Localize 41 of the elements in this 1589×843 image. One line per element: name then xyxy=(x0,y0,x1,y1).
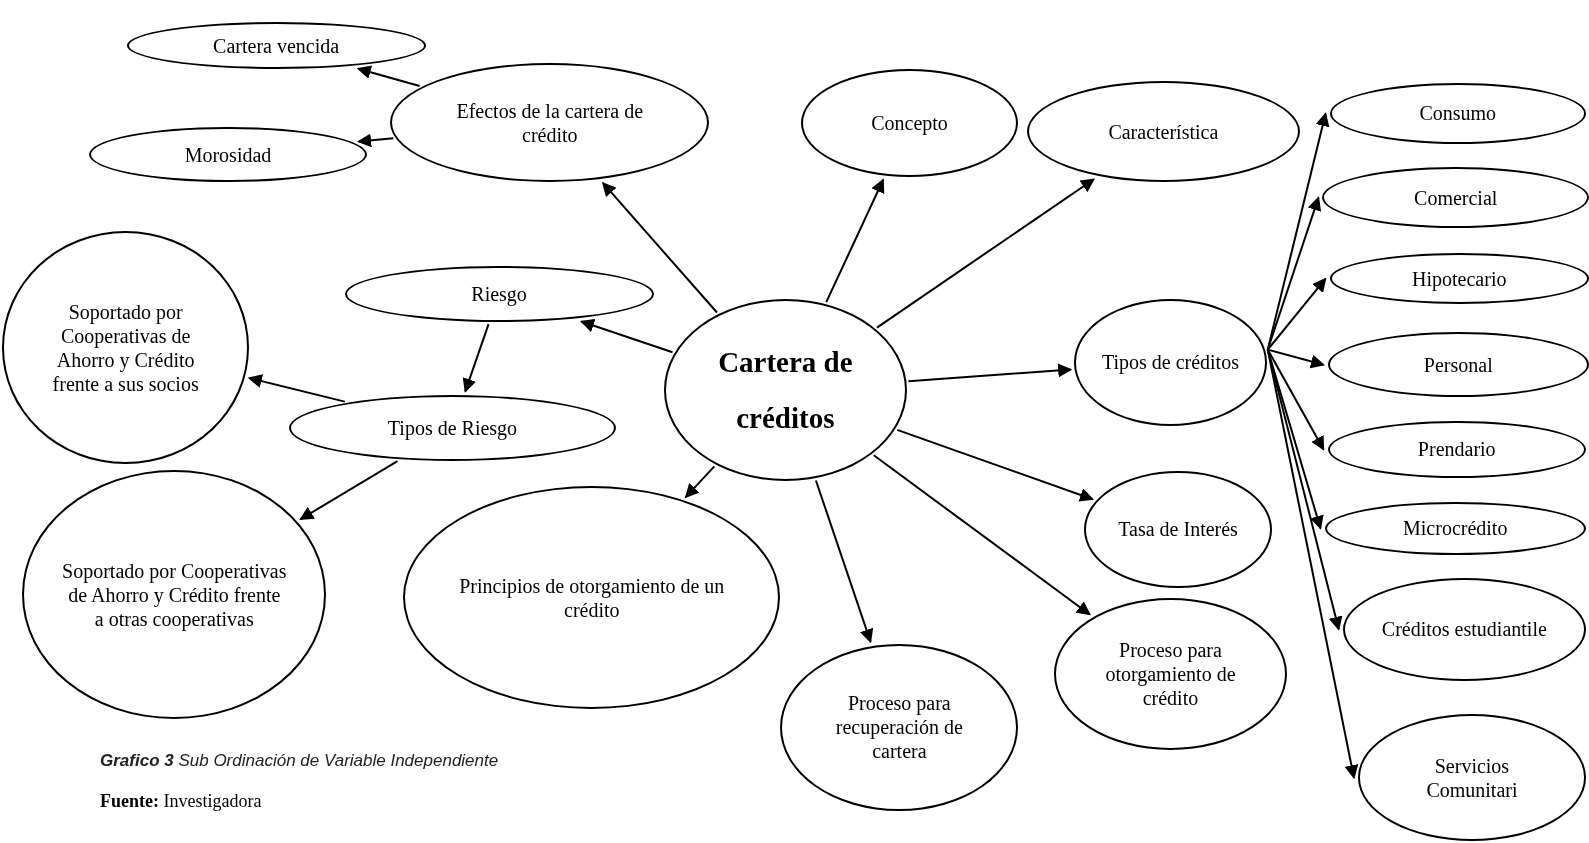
arrow xyxy=(601,181,718,314)
node-text: Proceso para otorgamiento de crédito xyxy=(1104,637,1237,710)
node-text: Morosidad xyxy=(184,142,272,167)
node-text: Tipos de Riesgo xyxy=(387,416,518,441)
node-text: Proceso para recuperación de cartera xyxy=(834,691,964,764)
arrow xyxy=(875,178,1095,329)
arrow xyxy=(814,479,874,644)
node-text: Hipotecario xyxy=(1412,266,1507,291)
node-text: Tipos de créditos xyxy=(1101,350,1239,375)
node-text: Personal xyxy=(1423,352,1493,377)
node-text: Tasa de Interés xyxy=(1118,517,1238,542)
node-text: Concepto xyxy=(871,111,948,136)
arrow xyxy=(1266,348,1359,780)
arrow xyxy=(462,323,490,393)
node-text: Riesgo xyxy=(471,281,527,306)
node-text: Soportado por Cooperativas de Ahorro y Crédito frente a otras cooperativas xyxy=(61,558,287,631)
node-text: Característica xyxy=(1108,119,1219,144)
arrow xyxy=(1266,348,1325,451)
node-text: Prendario xyxy=(1417,437,1496,462)
arrow xyxy=(1266,196,1322,351)
arrow xyxy=(907,363,1073,383)
arrow xyxy=(1266,277,1327,351)
node-text: Microcrédito xyxy=(1403,516,1508,541)
caption: Grafico 3 Sub Ordinación de Variable Independiente xyxy=(100,750,499,772)
ellipse-node xyxy=(1329,253,1589,304)
node-text: Soportado por Cooperativas de Ahorro y Crédito frente a sus socios xyxy=(51,299,200,396)
node-text: Créditos estudiantile xyxy=(1381,617,1547,642)
node-text: Principios de otorgamiento de un crédito xyxy=(458,573,726,622)
arrow xyxy=(247,374,346,403)
node-text: Consumo xyxy=(1419,101,1497,126)
arrow xyxy=(896,428,1094,502)
node-text: Cartera de créditos xyxy=(717,345,854,437)
node-text: Servicios Comunitari xyxy=(1425,753,1519,802)
arrow xyxy=(1266,348,1325,369)
arrow xyxy=(872,454,1091,616)
source-note: Fuente: Investigadora xyxy=(100,790,262,813)
node-text: Efectos de la cartera de crédito xyxy=(455,98,645,147)
arrow xyxy=(684,465,716,499)
node-text: Comercial xyxy=(1414,185,1498,210)
arrow xyxy=(299,460,399,521)
node-text: Cartera vencida xyxy=(213,33,340,58)
